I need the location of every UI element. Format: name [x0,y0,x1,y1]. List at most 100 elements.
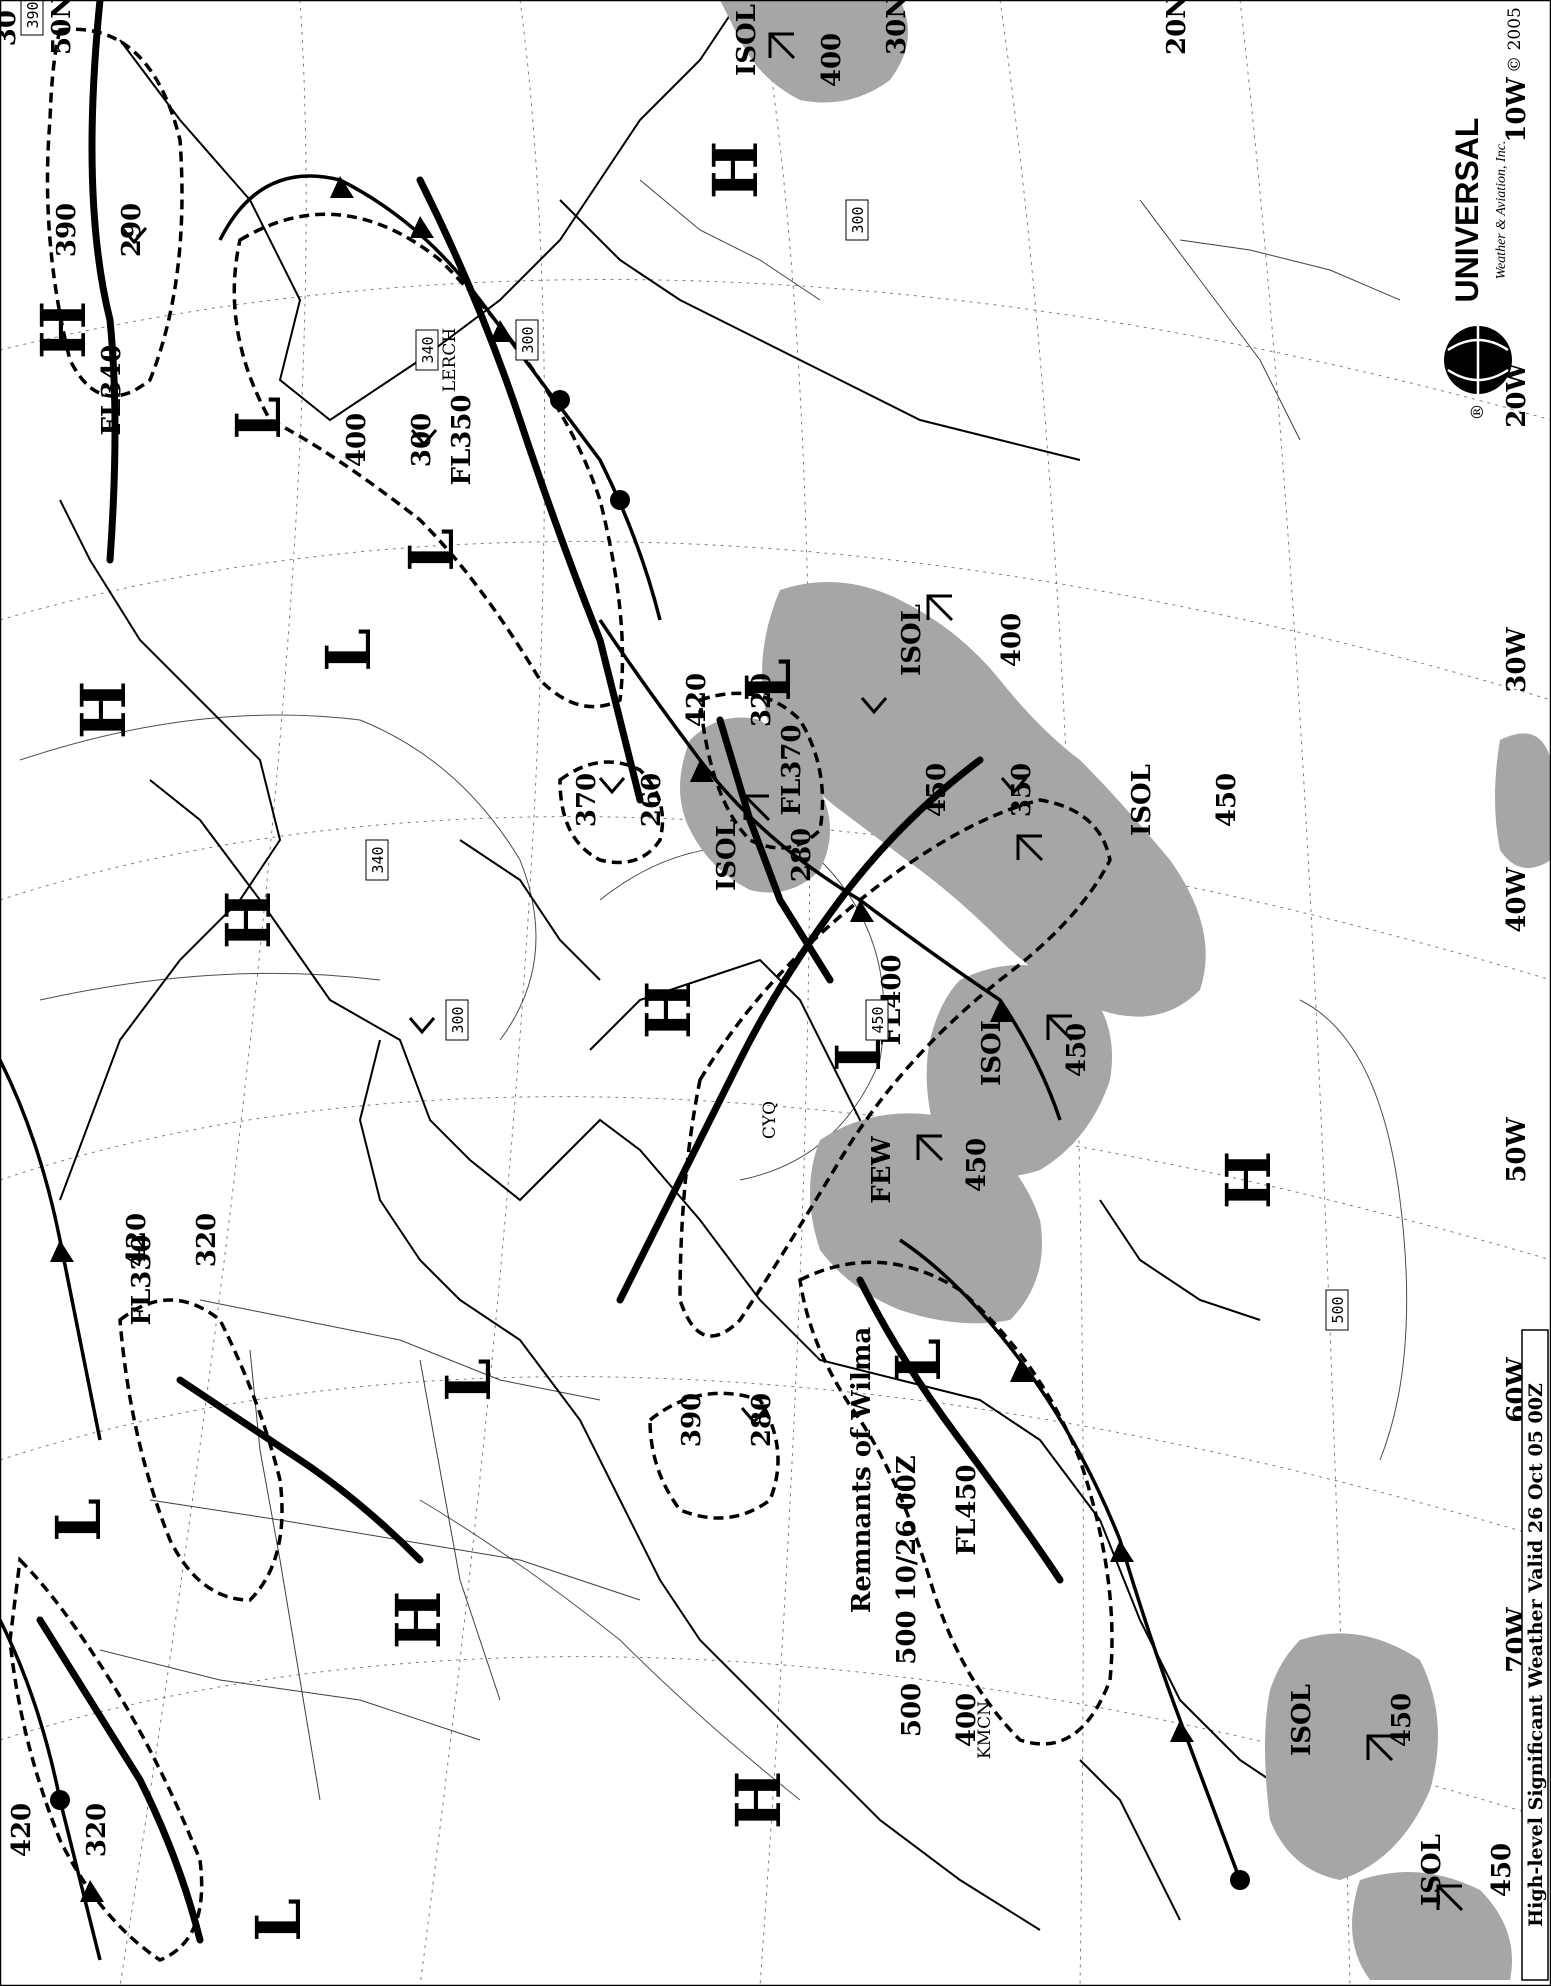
front-canada-cold [899,1238,1242,1881]
isol-label-6: ISOL [1287,1684,1317,1756]
turb-area-atlantic-jet [678,798,1112,1338]
cb-area-east [1495,733,1551,868]
turbulence-symbols [120,227,1028,1425]
lat-50n: 50N [47,0,77,55]
isol-label-1: ISOL [732,4,762,76]
tropopause-value: 340 [369,846,387,873]
waypoint-lerch: LERCH [440,328,460,392]
tropopause-box: 450 [865,999,889,1041]
low-alaska: L [42,1498,115,1542]
isol-label-7: ISOL [1417,1834,1447,1906]
turb-area-europe [232,212,625,709]
lon-40w: 40W [1502,867,1532,933]
tropopause-box: 500 [1325,1289,1349,1331]
title-bar: High-level Significant Weather Valid 26 … [1521,1329,1549,1981]
lat-30n: 30N [882,0,912,55]
graticule-labels: 10W 20W 30W 40W 50W 60W 70W 30N 20N 50N … [0,0,1532,1673]
turb-area-azores [558,760,665,865]
high-mid-atlantic: H [1212,1151,1285,1210]
low-hudson: L [432,1358,505,1402]
tropopause-box: 340 [415,329,439,371]
tops-bases-labels: 390 290 400 300 370 260 420 320 450 350 … [7,203,1037,1857]
lon-50w: 50W [1502,1117,1532,1183]
high-arctic: H [67,681,140,740]
cb-area-nw-africa [762,582,1206,1017]
pressure-centers: H L L L H H H L H L H L L L H H L [27,141,1285,1942]
tropopause-value: 300 [849,206,867,233]
station-cyq: CYQ [760,1101,780,1139]
tb-g-top: 390 [677,1393,707,1447]
tb-c-top: 370 [572,773,602,827]
low-scandinavia: L [222,396,295,440]
flight-level-labels: FL340 FL350 FL370 FL400 FL330 FL450 [97,344,982,1555]
tb-b-top: 400 [342,413,372,467]
tropopause-box: 300 [845,199,869,241]
turb-area-greenland-west [118,1298,284,1602]
cloud-top-7: 450 [1387,1693,1417,1747]
front-atlantic-east [598,619,1062,1121]
jet-scandinavia [88,0,119,564]
fl450-label: FL450 [952,1464,982,1555]
tropopause-value: 450 [869,1006,887,1033]
tb-a-top: 390 [52,203,82,257]
tb-f-base: 320 [192,1213,222,1267]
jet-atlantic-long [616,756,984,1304]
tb-b-base: 300 [407,413,437,467]
remnants-label: Remnants of Wilma [847,1327,877,1614]
low-pacific: L [242,1898,315,1942]
few-label: FEW [867,1135,897,1203]
turb-area-east-coast [798,1260,1114,1746]
lon-30w: 30W [1502,627,1532,693]
cloud-top-4: 280 [787,828,817,882]
low-iceland: L [312,628,385,672]
cloud-labels: ISOL 400 ISOL 400 ISOL 450 ISOL 280 ISOL… [712,4,1517,1906]
tb-i-base: 400 [952,1693,982,1747]
tb-e-top: 450 [922,763,952,817]
brand-name: UNIVERSAL [1449,118,1485,303]
isol-label-2: ISOL [897,604,927,676]
tb-f-top: 420 [122,1213,152,1267]
high-scandinavia: H [27,301,100,360]
cloud-top-5: 450 [1062,1023,1092,1077]
cb-area-caribbean-north [810,1113,1042,1324]
high-greenland: H [212,891,285,950]
cloud-top-8: 450 [1487,1843,1517,1897]
chart-title: High-level Significant Weather Valid 26 … [1525,1383,1547,1927]
cb-area-mid-atlantic [926,965,1112,1177]
cb-area-caribbean-south [1352,1872,1512,1980]
isol-label-4: ISOL [712,819,742,891]
turb-area-newfoundland [648,1391,780,1520]
lat-30-label: 30 [0,10,22,46]
jet-canada [856,1276,1064,1584]
high-europe-east: H [699,141,772,200]
cloud-top-6: 450 [962,1138,992,1192]
tb-a-base: 290 [117,203,147,257]
tb-c-base: 260 [637,773,667,827]
tropopause-box: 390 [20,0,44,36]
tropopause-value: 500 [1329,1296,1347,1323]
tb-i-top: 500 [897,1683,927,1737]
tropopause-value: 300 [449,1006,467,1033]
low-north-sea: L [395,528,468,572]
cb-symbols [743,32,1464,1912]
tb-h-top: 420 [7,1803,37,1857]
cloud-top-3: 450 [1212,773,1242,827]
tb-h-base: 320 [82,1803,112,1857]
tb-d-base: 320 [747,673,777,727]
jet-pacific [36,1616,204,1944]
brand-subtitle: Weather & Aviation, Inc. [1494,141,1509,280]
remnants-time: 500 10/26 00Z [892,1455,922,1664]
isol-label-5: ISOL [977,1014,1007,1086]
fl340-label: FL340 [97,344,127,435]
tropopause-box: 340 [365,839,389,881]
front-symbols [50,176,1250,1902]
fl370-label: FL370 [777,724,807,815]
high-us: H [722,1771,795,1830]
station-kmcn: KMCN [975,1701,995,1759]
tropopause-value: 340 [419,336,437,363]
lon-10w: 10W [1502,77,1532,143]
place-labels: KMCN LERCH CYQ Remnants of Wilma 500 10/… [440,328,995,1759]
low-nova-scotia: L [882,1338,955,1382]
isol-label-3: ISOL [1127,764,1157,836]
